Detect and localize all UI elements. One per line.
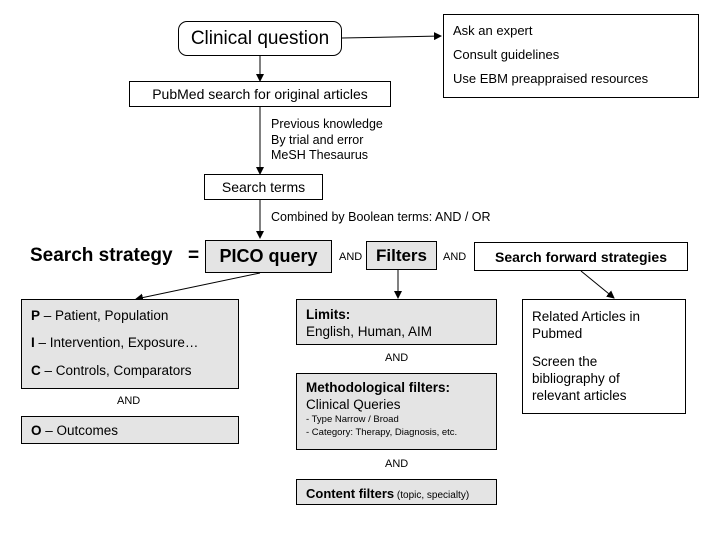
pico-c-text: – Controls, Comparators <box>40 363 192 378</box>
limits-text: English, Human, AIM <box>306 324 433 339</box>
content-filters-note: (topic, specialty) <box>394 490 470 501</box>
pico-components-box: P – Patient, Population I – Intervention… <box>21 299 239 389</box>
screen-bibliography-text: Screen the bibliography of relevant arti… <box>532 353 685 404</box>
limits-title: Limits: <box>306 307 351 322</box>
pico-o-text: – Outcomes <box>41 423 119 438</box>
pico-patient: P – Patient, Population <box>31 308 238 335</box>
and-limits-methodological: AND <box>385 352 409 364</box>
search-terms-box: Search terms <box>204 174 323 200</box>
source-previous-knowledge: Previous knowledge <box>271 117 383 131</box>
pico-controls: C – Controls, Comparators <box>31 363 238 378</box>
pico-p-letter: P <box>31 308 41 323</box>
outcomes-box: O – Outcomes <box>21 416 239 444</box>
pico-o-letter: O <box>31 423 42 438</box>
and-filters-forward: AND <box>443 251 467 263</box>
pico-c-letter: C <box>31 363 41 378</box>
clinical-question-box: Clinical question <box>178 21 342 56</box>
filters-box: Filters <box>366 241 437 270</box>
alternative-ebm-resources: Use EBM preappraised resources <box>453 71 649 86</box>
sources-list: Previous knowledge By trial and error Me… <box>271 117 383 164</box>
source-mesh-thesaurus: MeSH Thesaurus <box>271 148 369 163</box>
arrow-pico-to-picobox <box>135 272 261 302</box>
clinical-question-text: Clinical question <box>190 27 330 49</box>
forward-detail-box: Related Articles in Pubmed Screen the bi… <box>522 299 686 414</box>
methodological-type-line: - Type Narrow / Broad <box>306 414 399 425</box>
search-forward-text: Search forward strategies <box>495 248 667 265</box>
screen-line-1: Screen the <box>532 354 598 369</box>
filters-text: Filters <box>375 245 428 265</box>
screen-line-3: relevant articles <box>532 388 627 403</box>
methodological-subtitle: Clinical Queries <box>306 397 401 412</box>
search-terms-text: Search terms <box>221 179 306 195</box>
search-forward-box: Search forward strategies <box>474 242 688 271</box>
search-strategy-label: Search strategy <box>30 245 173 266</box>
limits-box: Limits: English, Human, AIM <box>296 299 497 345</box>
alternatives-box: Ask an expert Consult guidelines Use EBM… <box>443 14 699 98</box>
related-articles-text: Related Articles in Pubmed <box>532 308 685 342</box>
related-line-2: Pubmed <box>532 326 583 341</box>
and-pico-filters: AND <box>339 251 363 263</box>
related-line-1: Related Articles in <box>532 309 641 324</box>
methodological-category-line: - Category: Therapy, Diagnosis, etc. <box>306 427 458 438</box>
pico-p-text: – Patient, Population <box>40 308 169 323</box>
methodological-filters-box: Methodological filters: Clinical Queries… <box>296 373 497 450</box>
source-trial-and-error: By trial and error <box>271 132 364 147</box>
arrow-question-to-alternatives <box>341 32 442 41</box>
content-filters-box: Content filters (topic, specialty) <box>296 479 497 505</box>
arrow-forward-to-related <box>580 270 615 299</box>
pico-i-letter: I <box>31 335 35 350</box>
boolean-note: Combined by Boolean terms: AND / OR <box>271 210 491 224</box>
and-methodological-content: AND <box>385 458 409 470</box>
alternative-consult-guidelines: Consult guidelines <box>453 47 560 62</box>
pico-i-text: – Intervention, Exposure… <box>34 335 199 350</box>
screen-line-2: bibliography of <box>532 371 620 386</box>
pubmed-search-text: PubMed search for original articles <box>152 86 368 102</box>
equals-sign: = <box>188 245 200 266</box>
pico-query-box: PICO query <box>205 240 332 273</box>
pico-intervention: I – Intervention, Exposure… <box>31 335 238 363</box>
content-filters-title: Content filters <box>306 486 395 501</box>
alternative-ask-expert: Ask an expert <box>453 23 533 38</box>
methodological-title: Methodological filters: <box>306 380 451 395</box>
pubmed-search-box: PubMed search for original articles <box>129 81 391 107</box>
pico-query-text: PICO query <box>219 246 318 266</box>
and-pico-outcomes: AND <box>117 395 141 407</box>
